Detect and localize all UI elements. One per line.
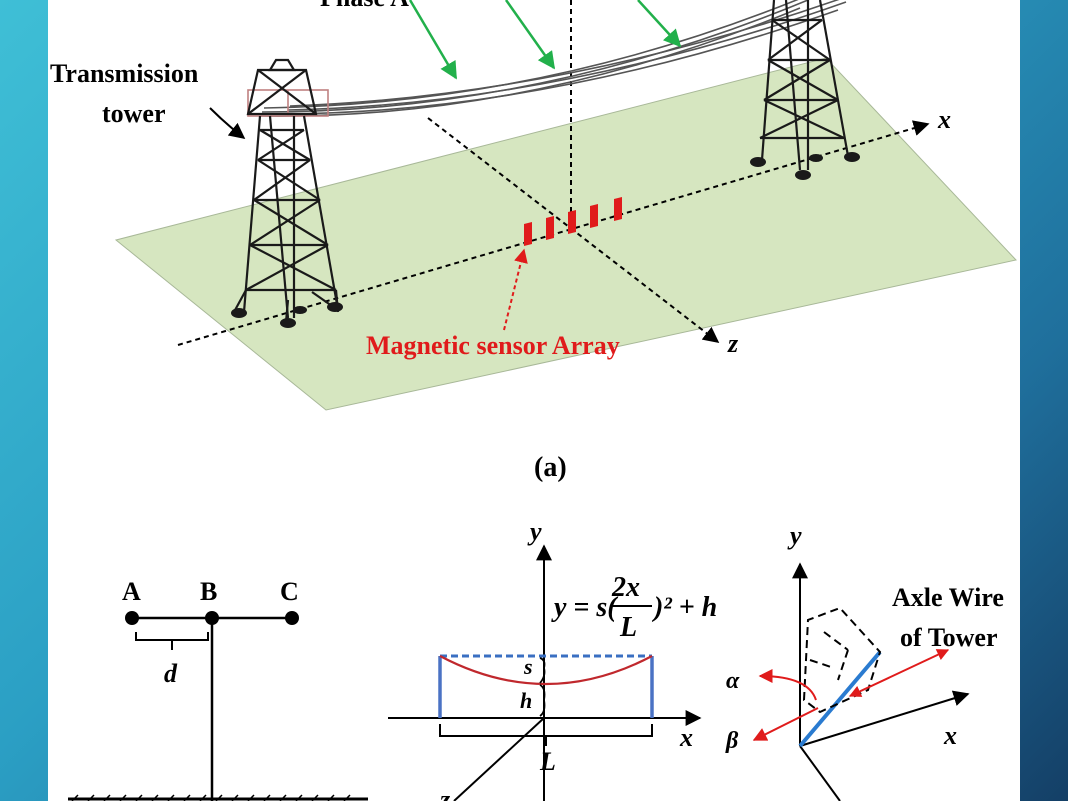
phase-arrangement-diagram xyxy=(68,611,368,801)
label-d: d xyxy=(164,659,178,688)
tower-pointer-arrow xyxy=(209,107,246,139)
svg-text:L: L xyxy=(619,612,637,643)
alpha-arrow xyxy=(758,669,817,701)
mid-y-label: y xyxy=(527,517,542,546)
alpha-label: α xyxy=(726,668,740,694)
panel-caption-a: (a) xyxy=(534,452,567,483)
right-transmission-tower xyxy=(759,0,850,171)
svg-text:y = s(: y = s( xyxy=(551,592,618,623)
figure-canvas: Phase A Transmission tower Magnetic sens… xyxy=(50,0,1017,801)
tower-label-line2: tower xyxy=(102,99,166,128)
label-c: C xyxy=(280,577,299,606)
label-L: L xyxy=(539,747,556,776)
mid-z-axis xyxy=(453,717,545,801)
phase-a-label: Phase A xyxy=(320,0,409,12)
mid-x-label: x xyxy=(679,723,693,752)
beta-label: β xyxy=(725,728,739,754)
beta-arrow xyxy=(752,707,819,741)
label-a: A xyxy=(122,577,141,606)
svg-text:2x: 2x xyxy=(611,572,640,603)
ground-plane xyxy=(114,57,1017,411)
axle-direction-arrow xyxy=(848,649,950,697)
right-x-label: x xyxy=(943,721,957,750)
s-brace xyxy=(539,657,546,684)
left-tower-feet xyxy=(231,302,343,328)
figure-panel: Phase A Transmission tower Magnetic sens… xyxy=(48,0,1020,801)
left-transmission-tower xyxy=(233,58,340,323)
axle-wire-line xyxy=(798,650,882,748)
node-a xyxy=(125,611,139,625)
label-s: s xyxy=(523,654,533,679)
sensor-array-label: Magnetic sensor Array xyxy=(366,331,620,360)
sag-equation: y = s( 2x L )² + h xyxy=(551,572,717,643)
axle-wire-label-line2: of Tower xyxy=(900,623,998,652)
axle-wire-label-line1: Axle Wire xyxy=(892,583,1004,612)
tower-axis-diagram xyxy=(752,562,970,801)
right-y-label: y xyxy=(787,521,802,550)
tower-label-line1: Transmission xyxy=(50,59,199,88)
node-c xyxy=(285,611,299,625)
right-tower-feet xyxy=(750,152,860,180)
sag-curve xyxy=(439,655,653,686)
top-z-axis-label: z xyxy=(727,329,739,358)
span-bracket xyxy=(439,724,653,746)
h-brace xyxy=(539,684,546,717)
label-h: h xyxy=(520,688,532,713)
svg-text:)² + h: )² + h xyxy=(651,592,717,623)
phase-arrows xyxy=(408,0,682,80)
magnetic-sensor-array xyxy=(524,197,622,246)
right-z-axis xyxy=(799,745,841,801)
label-z-partial: z xyxy=(439,785,451,801)
label-b: B xyxy=(200,577,217,606)
sag-diagram xyxy=(388,544,702,801)
top-x-axis-label: x xyxy=(937,105,951,134)
right-x-axis xyxy=(799,690,970,747)
